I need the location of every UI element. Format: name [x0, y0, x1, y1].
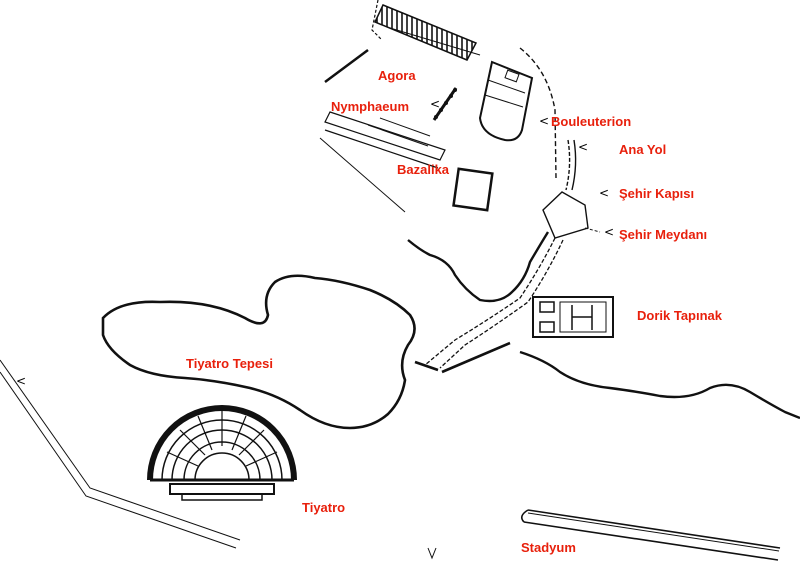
west-road — [0, 359, 241, 549]
pointer-ana-yol: < — [578, 140, 589, 154]
agora-terrace-edge — [407, 231, 550, 303]
nymphaeum-colonnade — [432, 87, 458, 121]
label-tiyatro: Tiyatro — [302, 500, 346, 515]
main-road — [565, 139, 577, 191]
city-gate — [542, 191, 601, 239]
label-sehir-kapisi: Şehir Kapısı — [619, 186, 695, 201]
stadium-building — [520, 509, 781, 561]
label-agora: Agora — [378, 68, 416, 83]
label-sehir-meydani: Şehir Meydanı — [619, 227, 708, 242]
pointer-nymphaeum: < — [430, 97, 441, 111]
doric-temple — [532, 296, 614, 338]
label-tiyatro-tepesi: Tiyatro Tepesi — [186, 356, 273, 371]
north-marker — [427, 547, 437, 560]
pointer-sehir-meydani: < — [604, 225, 615, 239]
label-ana-yol: Ana Yol — [619, 142, 667, 157]
theatre-hill-outline — [101, 274, 416, 430]
pointer-west-road: < — [16, 374, 27, 388]
processional-way — [414, 237, 564, 374]
basilica-halls — [319, 111, 446, 213]
agora-west-wall — [324, 48, 369, 84]
agora-outline — [519, 47, 557, 179]
pointer-sehir-kapisi: < — [599, 186, 610, 200]
basilica-building — [452, 167, 494, 212]
bouleuterion-building — [478, 60, 534, 142]
label-nymphaeum: Nymphaeum — [331, 99, 410, 114]
label-stadyum: Stadyum — [521, 540, 576, 555]
label-dorik-tapinak: Dorik Tapınak — [637, 308, 723, 323]
pointer-bouleuterion: < — [539, 114, 550, 128]
east-ridge-line — [519, 350, 800, 420]
label-bazalika: Bazalika — [397, 162, 450, 177]
label-bouleuterion: Bouleuterion — [551, 114, 632, 129]
stoa-building — [371, 0, 481, 61]
theatre-building — [147, 405, 297, 501]
